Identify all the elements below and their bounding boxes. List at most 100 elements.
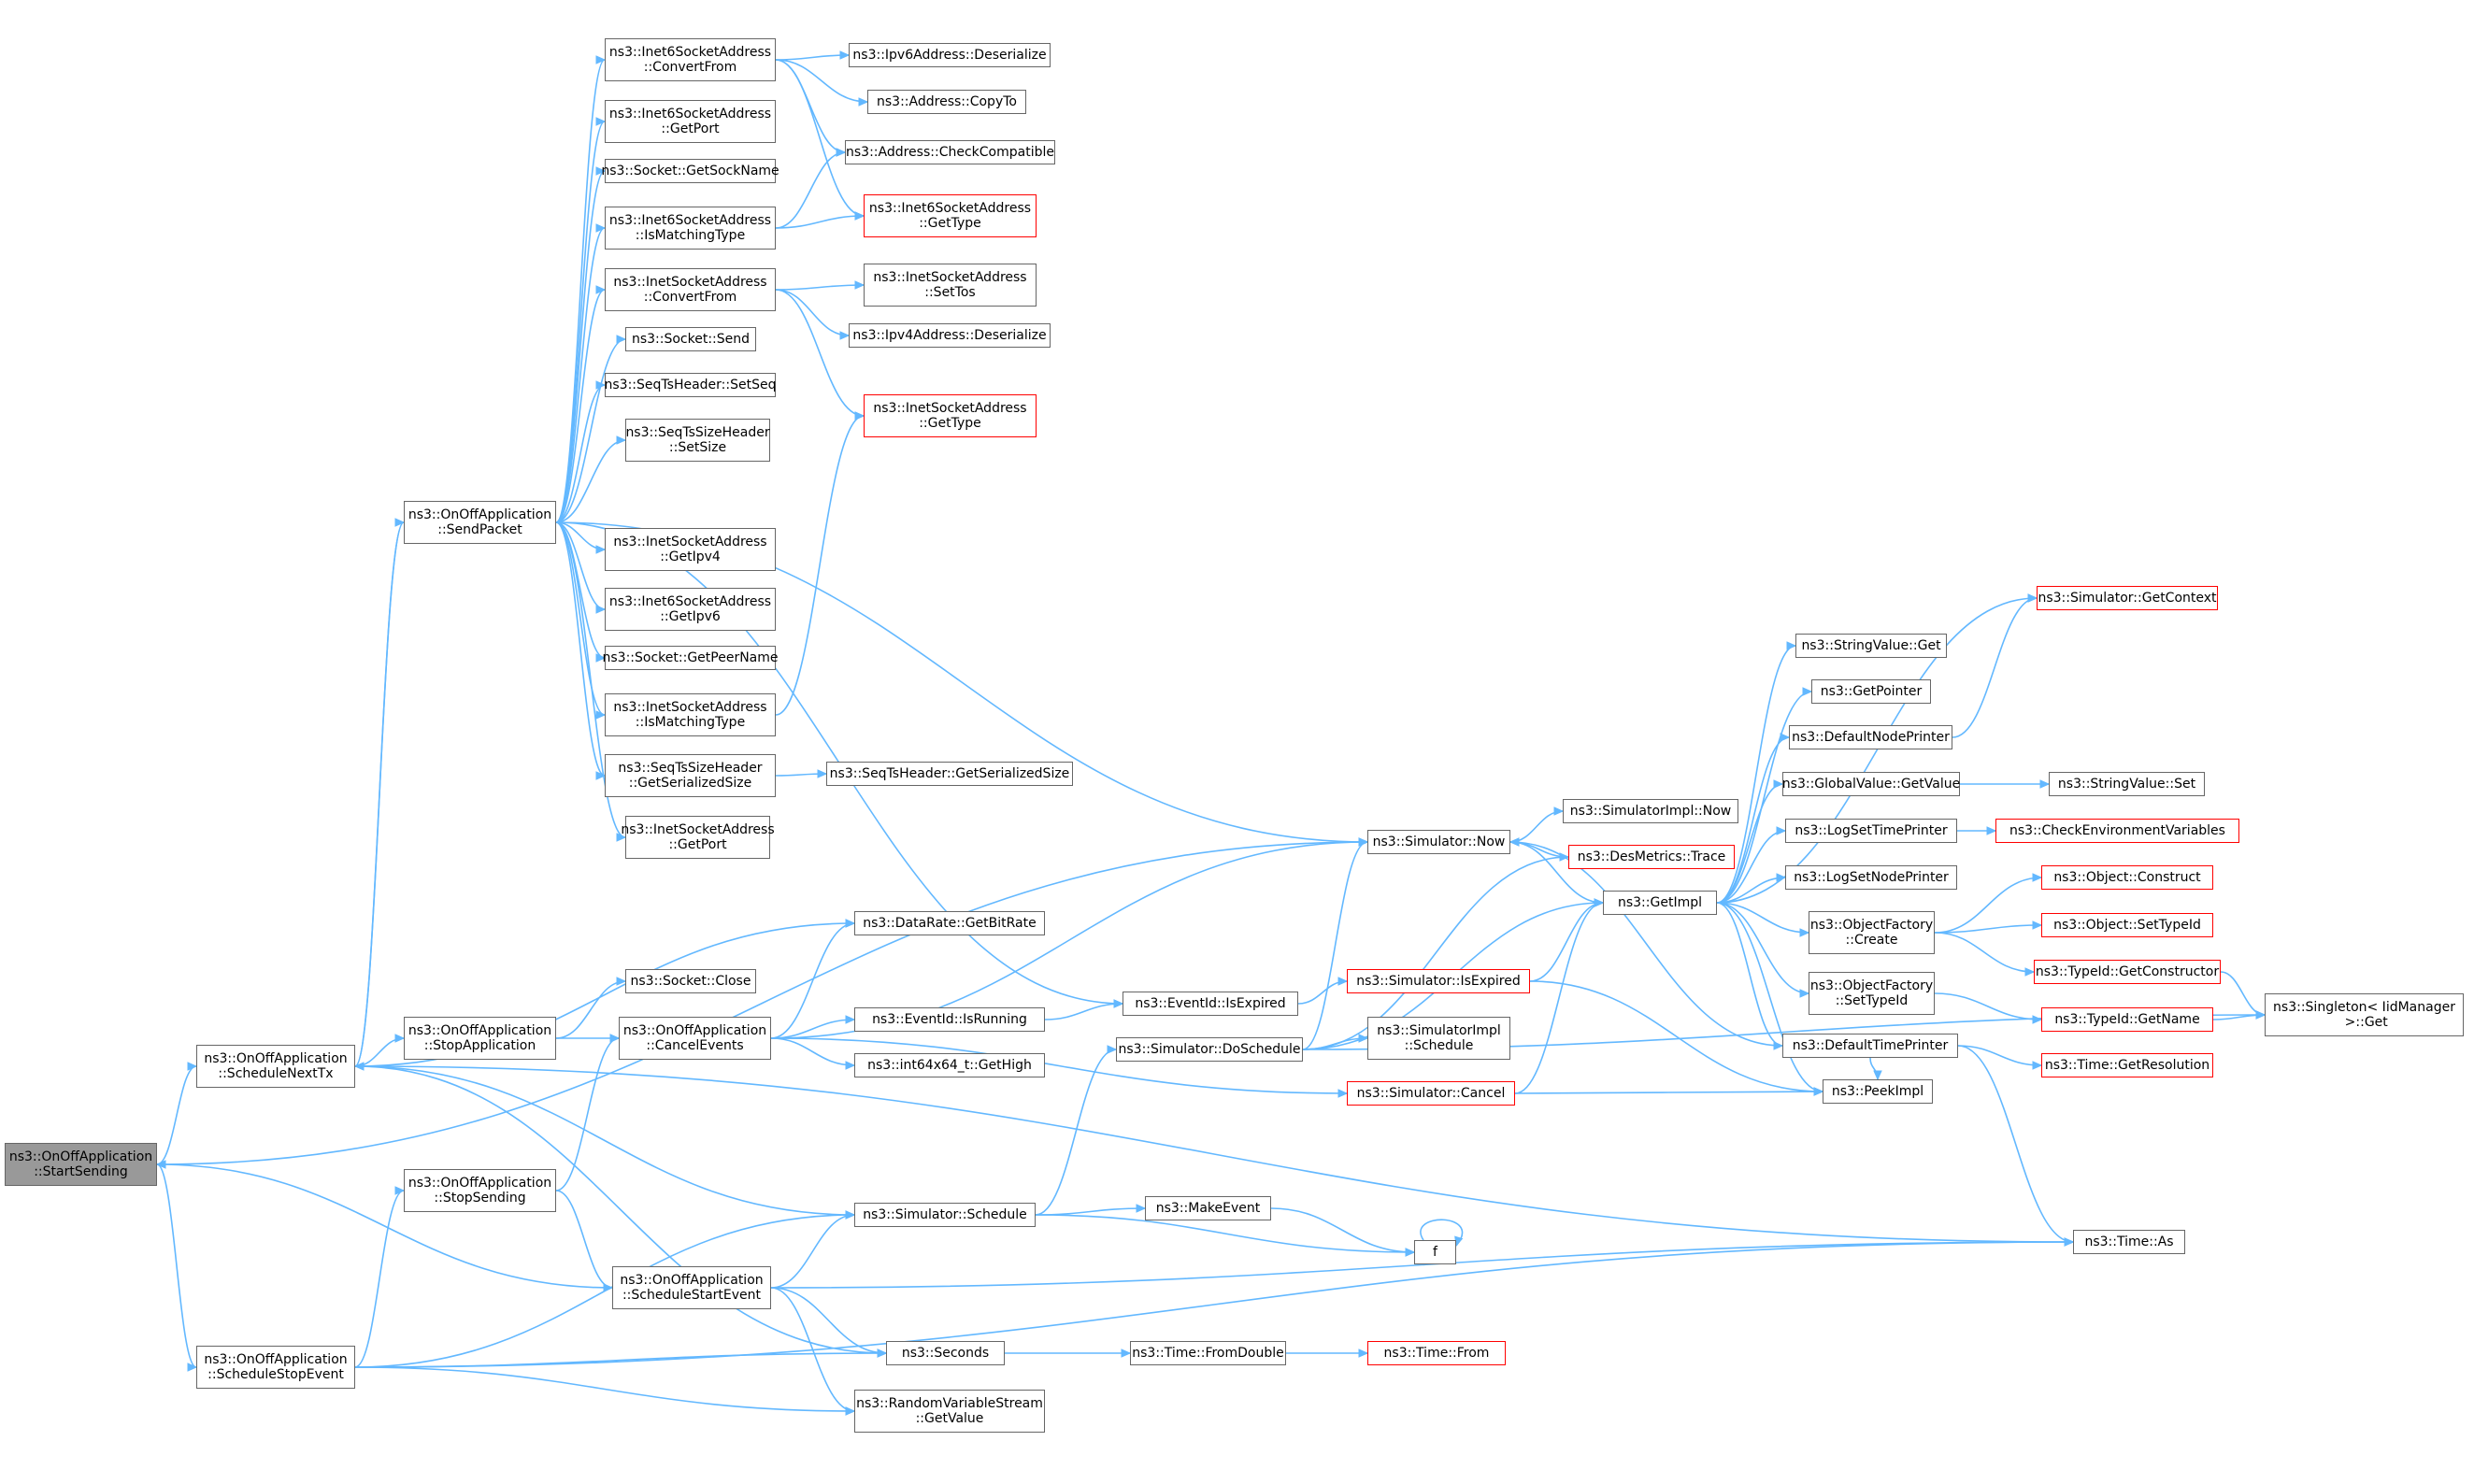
call-edge-arrowhead bbox=[394, 518, 406, 527]
function-node-makeevent[interactable]: ns3::MakeEvent bbox=[1145, 1196, 1271, 1220]
call-edge bbox=[354, 1065, 855, 1216]
function-node-i6port[interactable]: ns3::Inet6SocketAddress ::GetPort bbox=[605, 100, 776, 143]
function-node-simexpired[interactable]: ns3::Simulator::IsExpired bbox=[1347, 969, 1530, 993]
function-node-ofsettype[interactable]: ns3::ObjectFactory ::SetTypeId bbox=[1809, 972, 1935, 1015]
call-edge bbox=[775, 284, 865, 291]
function-node-close[interactable]: ns3::Socket::Close bbox=[625, 969, 756, 993]
call-edge-arrowhead bbox=[1358, 1034, 1369, 1043]
function-node-destrace[interactable]: ns3::DesMetrics::Trace bbox=[1568, 845, 1735, 869]
function-node-getcontext[interactable]: ns3::Simulator::GetContext bbox=[2037, 586, 2218, 610]
function-node-getipv6[interactable]: ns3::Inet6SocketAddress ::GetIpv6 bbox=[605, 588, 776, 631]
function-node-gethigh[interactable]: ns3::int64x64_t::GetHigh bbox=[854, 1053, 1045, 1077]
function-node-sockname[interactable]: ns3::Socket::GetSockName bbox=[601, 159, 779, 183]
call-edge-arrowhead bbox=[845, 1406, 856, 1416]
call-edge bbox=[770, 1214, 855, 1289]
function-node-iconv[interactable]: ns3::InetSocketAddress ::ConvertFrom bbox=[605, 268, 776, 311]
call-edge-arrowhead bbox=[394, 1186, 406, 1195]
function-node-deftimepr[interactable]: ns3::DefaultTimePrinter bbox=[1782, 1034, 1958, 1058]
call-edge bbox=[1035, 1214, 1415, 1253]
function-node-getname[interactable]: ns3::TypeId::GetName bbox=[2041, 1007, 2213, 1032]
function-node-fromdouble[interactable]: ns3::Time::FromDouble bbox=[1130, 1341, 1286, 1365]
function-node-setsize[interactable]: ns3::SeqTsSizeHeader ::SetSize bbox=[625, 419, 770, 462]
call-edge-arrowhead bbox=[595, 653, 607, 663]
function-node-ofcreate[interactable]: ns3::ObjectFactory ::Create bbox=[1809, 911, 1935, 954]
function-node-peername[interactable]: ns3::Socket::GetPeerName bbox=[603, 646, 779, 670]
call-edge-arrowhead bbox=[595, 380, 607, 390]
function-node-i6gettype[interactable]: ns3::Inet6SocketAddress ::GetType bbox=[864, 194, 1037, 237]
call-edge bbox=[354, 1366, 855, 1412]
call-edge-arrowhead bbox=[1553, 806, 1565, 816]
function-node-serSize[interactable]: ns3::SeqTsSizeHeader ::GetSerializedSize bbox=[605, 754, 776, 797]
function-node-defnodepr[interactable]: ns3::DefaultNodePrinter bbox=[1789, 725, 1952, 749]
function-node-schedule[interactable]: ns3::Simulator::Schedule bbox=[854, 1203, 1036, 1227]
call-edge-arrowhead bbox=[1776, 873, 1787, 882]
function-node-objconstruct[interactable]: ns3::Object::Construct bbox=[2041, 865, 2213, 890]
function-node-singleton[interactable]: ns3::Singleton< IidManager >::Get bbox=[2265, 993, 2464, 1036]
call-edge bbox=[354, 1190, 405, 1368]
call-edge-arrowhead bbox=[2024, 967, 2036, 977]
call-edge-arrowhead bbox=[155, 1160, 166, 1169]
function-node-getpointer[interactable]: ns3::GetPointer bbox=[1811, 679, 1931, 704]
function-node-getctor[interactable]: ns3::TypeId::GetConstructor bbox=[2034, 960, 2221, 984]
function-node-peekimpl[interactable]: ns3::PeekImpl bbox=[1823, 1079, 1933, 1104]
function-node-sendpacket[interactable]: ns3::OnOffApplication ::SendPacket bbox=[404, 501, 556, 544]
call-edge-arrowhead bbox=[854, 280, 865, 290]
call-edge bbox=[354, 1241, 2074, 1368]
function-node-timefrom[interactable]: ns3::Time::From bbox=[1367, 1341, 1506, 1365]
function-node-imatch[interactable]: ns3::InetSocketAddress ::IsMatchingType bbox=[605, 693, 776, 736]
function-node-stopApp[interactable]: ns3::OnOffApplication ::StopApplication bbox=[404, 1017, 556, 1060]
call-edge bbox=[775, 59, 865, 217]
function-node-implnow[interactable]: ns3::SimulatorImpl::Now bbox=[1563, 799, 1738, 823]
call-edge bbox=[770, 1241, 2074, 1289]
function-node-timeas[interactable]: ns3::Time::As bbox=[2073, 1230, 2185, 1254]
function-node-ip4deser[interactable]: ns3::Ipv4Address::Deserialize bbox=[849, 323, 1051, 348]
call-edge bbox=[1529, 902, 1604, 982]
function-node-checkenv[interactable]: ns3::CheckEnvironmentVariables bbox=[1995, 819, 2239, 843]
function-node-gvget[interactable]: ns3::GlobalValue::GetValue bbox=[1782, 772, 1960, 796]
function-node-seconds[interactable]: ns3::Seconds bbox=[886, 1341, 1005, 1365]
function-node-copyto[interactable]: ns3::Address::CopyTo bbox=[867, 90, 1026, 114]
function-node-getvalue[interactable]: ns3::RandomVariableStream ::GetValue bbox=[854, 1390, 1045, 1433]
call-edge-arrowhead bbox=[2064, 1237, 2075, 1247]
function-node-send[interactable]: ns3::Socket::Send bbox=[625, 327, 756, 351]
function-node-seqSer[interactable]: ns3::SeqTsHeader::GetSerializedSize bbox=[826, 762, 1073, 786]
function-node-lognode[interactable]: ns3::LogSetNodePrinter bbox=[1785, 865, 1957, 890]
function-node-simcancel[interactable]: ns3::Simulator::Cancel bbox=[1347, 1081, 1515, 1106]
function-node-stopSending[interactable]: ns3::OnOffApplication ::StopSending bbox=[404, 1169, 556, 1212]
call-edge bbox=[770, 1287, 887, 1354]
function-node-i6conv[interactable]: ns3::Inet6SocketAddress ::ConvertFrom bbox=[605, 38, 776, 81]
function-node-igettype[interactable]: ns3::InetSocketAddress ::GetType bbox=[864, 394, 1037, 437]
call-edge bbox=[770, 1287, 855, 1412]
call-edge bbox=[156, 1065, 197, 1165]
function-node-setseq[interactable]: ns3::SeqTsHeader::SetSeq bbox=[605, 373, 776, 397]
call-edge bbox=[156, 1163, 197, 1368]
function-node-cancelEv[interactable]: ns3::OnOffApplication ::CancelEvents bbox=[619, 1017, 771, 1060]
function-node-schedNext[interactable]: ns3::OnOffApplication ::ScheduleNextTx bbox=[196, 1045, 355, 1088]
function-node-now[interactable]: ns3::Simulator::Now bbox=[1367, 830, 1510, 854]
function-node-schedStart[interactable]: ns3::OnOffApplication ::ScheduleStartEve… bbox=[612, 1266, 771, 1309]
function-node-doschedule[interactable]: ns3::Simulator::DoSchedule bbox=[1116, 1037, 1303, 1062]
function-node-logtime[interactable]: ns3::LogSetTimePrinter bbox=[1785, 819, 1957, 843]
function-node-objsettype[interactable]: ns3::Object::SetTypeId bbox=[2041, 913, 2213, 937]
function-node-checkcompat[interactable]: ns3::Address::CheckCompatible bbox=[845, 140, 1055, 164]
function-node-implsched[interactable]: ns3::SimulatorImpl ::Schedule bbox=[1367, 1017, 1510, 1060]
function-node-i6match[interactable]: ns3::Inet6SocketAddress ::IsMatchingType bbox=[605, 207, 776, 250]
call-edge-arrowhead bbox=[2039, 779, 2051, 789]
function-node-start[interactable]: ns3::OnOffApplication ::StartSending bbox=[5, 1143, 157, 1186]
function-node-strget[interactable]: ns3::StringValue::Get bbox=[1795, 634, 1947, 658]
function-node-ip6deser[interactable]: ns3::Ipv6Address::Deserialize bbox=[849, 43, 1051, 67]
function-node-bitrate[interactable]: ns3::DataRate::GetBitRate bbox=[854, 911, 1045, 935]
function-node-getipv4[interactable]: ns3::InetSocketAddress ::GetIpv4 bbox=[605, 528, 776, 571]
function-node-getimpl[interactable]: ns3::GetImpl bbox=[1603, 891, 1717, 915]
function-node-iport[interactable]: ns3::InetSocketAddress ::GetPort bbox=[621, 816, 775, 859]
function-node-getres[interactable]: ns3::Time::GetResolution bbox=[2041, 1053, 2213, 1077]
call-edge-arrowhead bbox=[1405, 1248, 1416, 1257]
call-edge-arrowhead bbox=[595, 605, 607, 614]
function-node-strset[interactable]: ns3::StringValue::Set bbox=[2049, 772, 2205, 796]
function-node-isrunning[interactable]: ns3::EventId::IsRunning bbox=[854, 1007, 1045, 1032]
function-node-f[interactable]: f bbox=[1414, 1240, 1456, 1264]
function-node-settos[interactable]: ns3::InetSocketAddress ::SetTos bbox=[864, 264, 1037, 307]
function-node-isexpired[interactable]: ns3::EventId::IsExpired bbox=[1123, 992, 1298, 1016]
call-edge bbox=[555, 338, 626, 523]
function-node-schedStop[interactable]: ns3::OnOffApplication ::ScheduleStopEven… bbox=[196, 1346, 355, 1389]
